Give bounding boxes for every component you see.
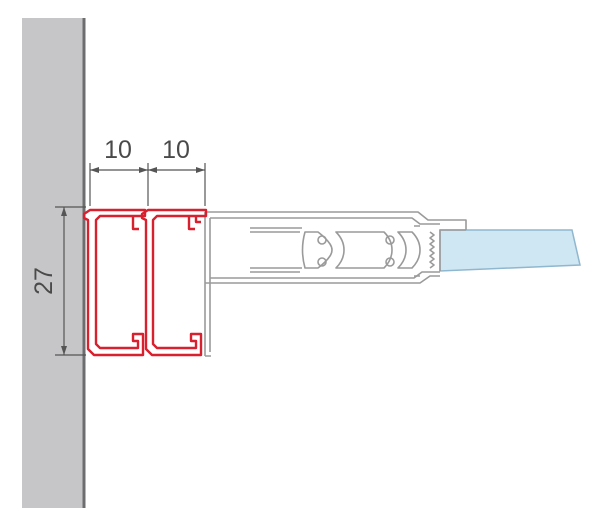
door-profile-hole-1 <box>317 235 327 245</box>
door-profile-inner-bottom <box>210 271 440 279</box>
door-profile-lower-slot <box>250 267 302 273</box>
door-profile-chamber-right <box>397 231 421 269</box>
glass-panel <box>439 229 581 272</box>
dimension-arrow-right-a <box>148 167 157 173</box>
door-profile-ledge-top <box>414 225 420 277</box>
door-profile-chamber-middle <box>335 231 393 269</box>
door-profile <box>204 211 467 357</box>
door-profile-grip-teeth <box>429 231 435 269</box>
door-profile-stem <box>205 218 211 357</box>
wall-profile-right-lip <box>187 216 201 231</box>
glass-body <box>439 229 581 272</box>
door-profile-hole-2 <box>317 257 327 267</box>
door-profile-upper-slot <box>250 227 302 233</box>
dimension-label-width-right: 10 <box>162 136 190 164</box>
dimension-arrow-left-b <box>139 167 148 173</box>
wall-body <box>22 18 84 508</box>
wall-profile-left <box>82 208 147 357</box>
wall <box>22 18 86 508</box>
dimension-arrow-right-b <box>196 167 205 173</box>
wall-profile-right <box>140 208 208 357</box>
dimension-arrow-left-a <box>90 167 99 173</box>
dimension-arrow-top <box>61 207 67 216</box>
door-profile-outline <box>204 211 467 356</box>
dimension-arrow-bottom <box>61 346 67 355</box>
dimension-label-height: 27 <box>30 267 58 295</box>
dimension-widths: 10 10 <box>89 136 206 206</box>
door-profile-hole-3 <box>385 235 395 245</box>
wall-profile-left-lip <box>131 216 139 231</box>
dimension-label-width-left: 10 <box>104 136 132 164</box>
dimension-height: 27 <box>30 206 86 356</box>
door-profile-inner-top <box>210 217 440 225</box>
wall-profiles <box>82 208 208 357</box>
door-profile-hole-4 <box>385 257 395 267</box>
